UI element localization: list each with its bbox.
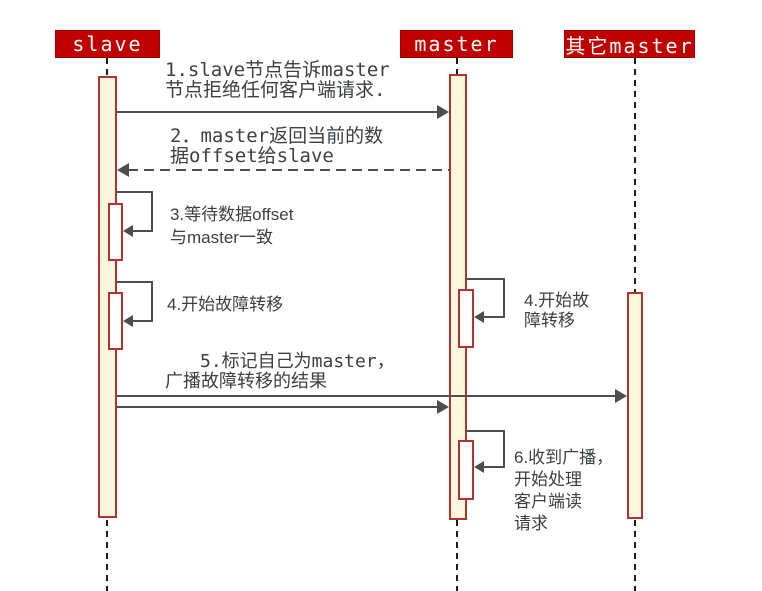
message-2-arrow bbox=[128, 169, 449, 171]
message-6-line-2: 开始处理 bbox=[514, 470, 582, 489]
message-6-loop-top bbox=[467, 430, 505, 432]
actor-label-slave: slave bbox=[72, 32, 143, 56]
message-4-master-label: 4.开始故 障转移 bbox=[524, 291, 589, 331]
message-4-slave-loop-side bbox=[151, 281, 153, 322]
actor-box-other-master: 其它master bbox=[564, 30, 695, 58]
actor-label-other-master: 其它master bbox=[565, 33, 694, 58]
message-3-line-2: 与master一致 bbox=[170, 228, 273, 247]
message-6-line-4: 请求 bbox=[514, 514, 548, 533]
arrowhead-left-icon bbox=[474, 461, 484, 473]
arrowhead-right-icon bbox=[615, 389, 627, 403]
arrowhead-right-icon bbox=[437, 400, 449, 414]
message-6-line-3: 客户端读 bbox=[514, 492, 582, 511]
arrowhead-left-icon bbox=[123, 315, 133, 327]
message-4-slave-line-1: 4.开始故障转移 bbox=[167, 295, 284, 314]
actor-box-slave: slave bbox=[55, 30, 160, 58]
activation-bar-slave-msg3 bbox=[108, 203, 123, 261]
actor-label-master: master bbox=[414, 32, 499, 56]
message-6-loop-side bbox=[503, 430, 505, 468]
message-3-line-1: 3.等待数据offset bbox=[170, 205, 294, 224]
activation-bar-other-master bbox=[627, 292, 643, 519]
message-1-line-2: 节点拒绝任何客户端请求. bbox=[165, 79, 386, 101]
message-1-label: 1.slave节点告诉master 节点拒绝任何客户端请求. bbox=[165, 60, 390, 100]
message-3-loop-side bbox=[151, 191, 153, 232]
message-2-line-1: 2．master返回当前的数 bbox=[170, 125, 384, 147]
message-1-arrow bbox=[117, 111, 438, 113]
message-4-slave-loop-bottom bbox=[133, 320, 153, 322]
message-5-label-line-2: 广播故障转移的结果 bbox=[165, 372, 327, 392]
message-4-master-line-1: 4.开始故 bbox=[524, 291, 590, 310]
message-5-line-2: 广播故障转移的结果 bbox=[165, 371, 327, 392]
message-5-arrow-to-other-master bbox=[117, 395, 616, 397]
message-6-line-1: 6.收到广播， bbox=[514, 448, 614, 467]
message-4-slave-label: 4.开始故障转移 bbox=[167, 293, 283, 316]
message-6-loop-bottom bbox=[484, 466, 505, 468]
message-3-loop-top bbox=[117, 191, 153, 193]
message-5-arrow-to-master bbox=[117, 406, 438, 408]
message-3-label: 3.等待数据offset 与master一致 bbox=[170, 203, 293, 249]
message-6-label: 6.收到广播， 开始处理 客户端读 请求 bbox=[514, 447, 613, 535]
message-2-label: 2．master返回当前的数 据offset给slave bbox=[170, 126, 383, 166]
message-5-label-line-1: 5.标记自己为master， bbox=[200, 352, 395, 372]
activation-bar-master-msg6 bbox=[458, 440, 474, 500]
message-4-master-loop-top bbox=[467, 278, 505, 280]
message-5-line-1: 5.标记自己为master， bbox=[200, 351, 395, 372]
message-4-master-loop-bottom bbox=[484, 316, 505, 318]
activation-bar-slave-msg4 bbox=[108, 292, 123, 350]
message-1-line-1: 1.slave节点告诉master bbox=[165, 59, 390, 81]
message-3-loop-bottom bbox=[133, 230, 153, 232]
arrowhead-right-icon bbox=[437, 105, 449, 119]
arrowhead-left-icon bbox=[123, 225, 133, 237]
actor-box-master: master bbox=[400, 30, 513, 58]
message-4-master-line-2: 障转移 bbox=[524, 311, 575, 330]
activation-bar-master-msg4 bbox=[458, 289, 474, 348]
message-4-slave-loop-top bbox=[117, 281, 153, 283]
arrowhead-left-icon bbox=[474, 311, 484, 323]
message-2-line-2: 据offset给slave bbox=[170, 145, 334, 167]
message-4-master-loop-side bbox=[503, 278, 505, 318]
arrowhead-left-icon bbox=[117, 163, 129, 177]
